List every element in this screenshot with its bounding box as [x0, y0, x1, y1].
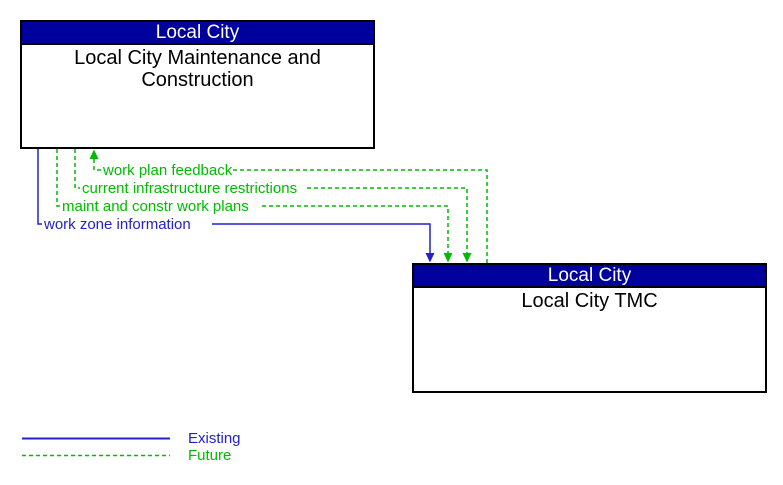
- arrowhead-up-work-plan-feedback: [89, 149, 99, 159]
- arrowhead-down-current-infrastructure-restrictions: [462, 253, 472, 263]
- entity-header: Local City: [414, 265, 765, 288]
- flow-line-segment: [233, 169, 488, 263]
- flow-label-work-zone-information[interactable]: work zone information: [43, 216, 192, 233]
- legend-existing-label: Existing: [188, 430, 241, 447]
- legend-future-label: Future: [188, 447, 232, 464]
- flow-line-segment: [307, 187, 468, 253]
- flow-line-work-zone-information: [37, 149, 431, 253]
- flow-line-segment: [74, 149, 80, 189]
- flow-line-segment: [93, 159, 101, 171]
- entity-header: Local City: [22, 22, 373, 45]
- arrowhead-down-work-zone-information: [425, 253, 435, 263]
- flow-label-maint-and-constr-work-plans[interactable]: maint and constr work plans: [61, 198, 250, 215]
- flow-line-segment: [56, 149, 60, 207]
- entity-box-local-city-tmc[interactable]: Local City Local City TMC: [412, 263, 767, 393]
- flow-label-work-plan-feedback[interactable]: work plan feedback: [102, 162, 234, 179]
- flow-line-work-plan-feedback: [93, 159, 488, 263]
- flow-line-maint-and-constr-work-plans: [56, 149, 449, 253]
- flow-line-current-infrastructure-restrictions: [74, 149, 468, 253]
- flow-label-current-infrastructure-restrictions[interactable]: current infrastructure restrictions: [81, 180, 299, 197]
- entity-name: Local City TMC: [521, 290, 658, 312]
- flow-line-segment: [262, 205, 449, 253]
- arrowhead-down-maint-and-constr-work-plans: [443, 253, 453, 263]
- flow-line-segment: [37, 149, 42, 225]
- entity-box-local-city-maintenance[interactable]: Local City Local City Maintenance and Co…: [20, 20, 375, 149]
- flow-line-segment: [212, 223, 431, 253]
- entity-name: Local City Maintenance and Construction: [74, 47, 321, 91]
